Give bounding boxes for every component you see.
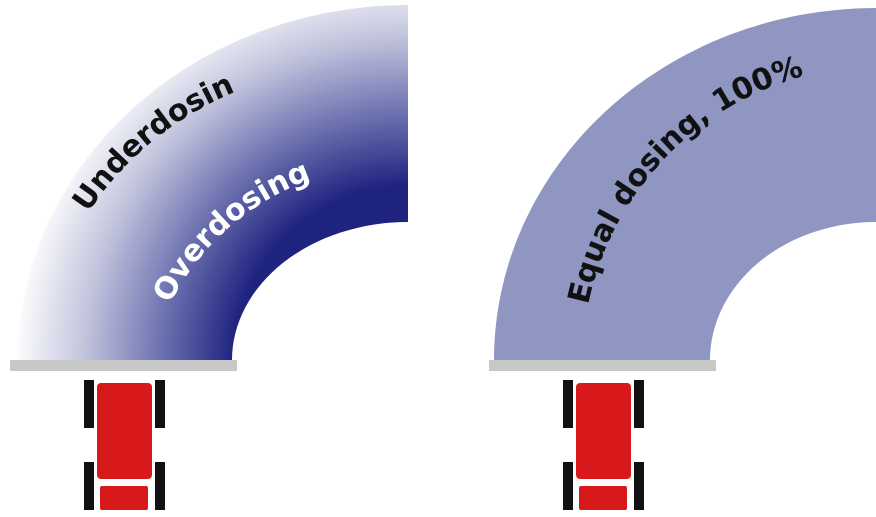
spray-boom (10, 360, 237, 371)
left-panel: Underdosing Overdosing (0, 0, 408, 510)
gradient-band (18, 5, 408, 360)
spray-boom (489, 360, 716, 371)
tractor-icon (563, 380, 644, 510)
tractor-icon (84, 380, 165, 510)
equal-band (494, 8, 876, 360)
right-panel: Equal dosing, 100% (489, 8, 876, 510)
